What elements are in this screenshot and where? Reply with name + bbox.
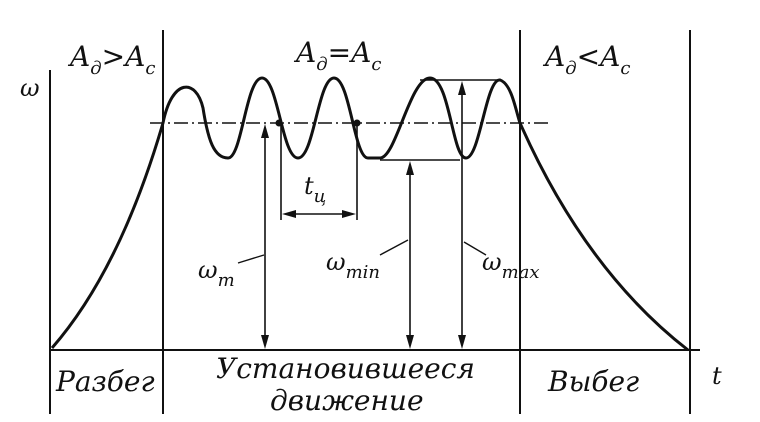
omega-min-label: ωmin <box>326 248 380 283</box>
omega-max-leader <box>463 241 487 256</box>
t-cycle-arrowhead-right <box>342 210 356 218</box>
condition-right: Aд<Ac <box>542 40 630 79</box>
stage-start-label: Разбег <box>55 365 155 398</box>
cycle-point-left <box>275 119 283 127</box>
omega-min-leader <box>379 239 409 256</box>
omega-m-arrowhead-top <box>261 124 269 138</box>
condition-left: Aд>Ac <box>67 40 155 79</box>
stage-steady-label-line2: движение <box>270 384 424 417</box>
x-axis-label: t <box>712 362 722 390</box>
omega-max-label: ωmax <box>482 248 540 283</box>
omega-m-arrowhead-bottom <box>261 335 269 349</box>
stage-steady-label-line1: Установившееся <box>216 352 475 385</box>
t-cycle-arrowhead-left <box>282 210 296 218</box>
condition-middle: Aд=Ac <box>293 36 381 75</box>
cycle-point-right <box>353 119 361 127</box>
stage-stop-label: Выбег <box>547 365 639 398</box>
omega-m-label: ωm <box>198 256 235 291</box>
omega-min-arrowhead-bottom <box>406 335 414 349</box>
omega-max-arrowhead-bottom <box>458 335 466 349</box>
speed-curve <box>50 76 689 352</box>
y-axis-label: ω <box>20 74 40 102</box>
omega-max-arrowhead-top <box>458 81 466 95</box>
omega-min-arrowhead-top <box>406 161 414 175</box>
t-cycle-label: tц <box>304 172 326 207</box>
omega-m-leader <box>237 254 265 264</box>
